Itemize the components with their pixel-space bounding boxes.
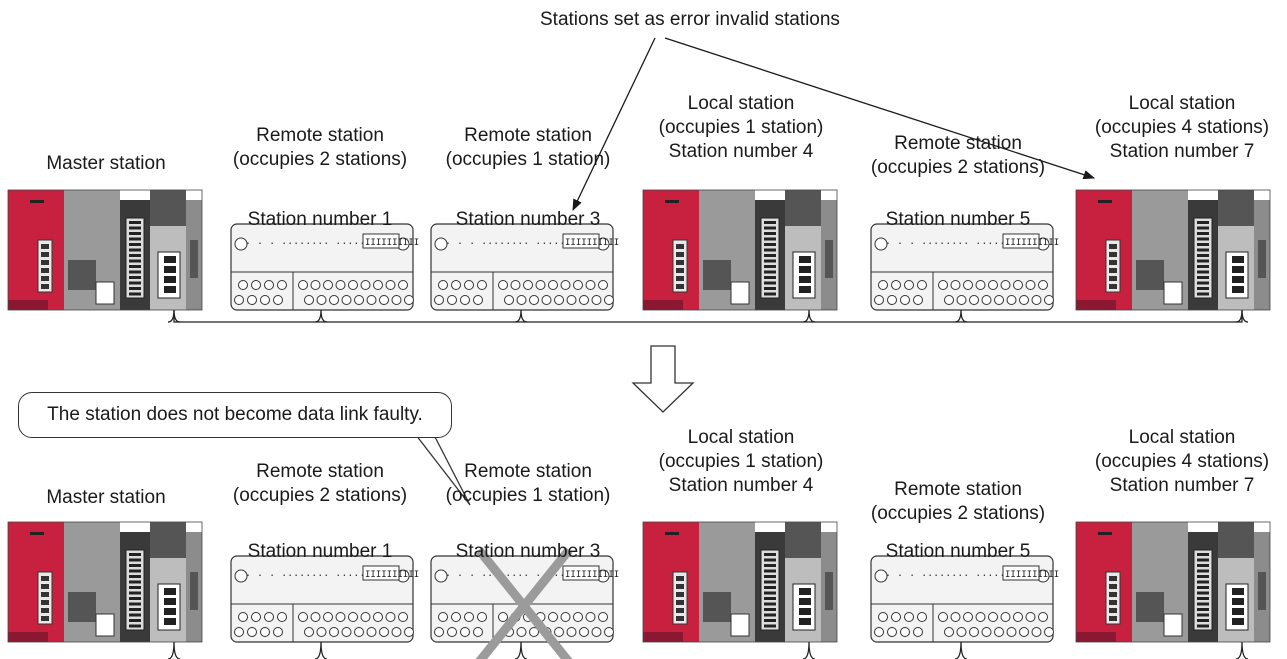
station-label-line: Remote station — [464, 125, 592, 146]
station-label-line: Remote station — [256, 125, 384, 146]
station-label-line: Remote station — [256, 461, 384, 482]
svg-text:IIIIIIIIII: IIIIIIIIII — [565, 238, 619, 248]
row1-station-6-plc — [1075, 189, 1271, 311]
station-label-line: Master station — [46, 153, 166, 174]
row2-station-5-remote: . . . ........ ........IIIIIIIIII — [870, 555, 1059, 643]
station-label-line: (occupies 2 stations) — [232, 485, 408, 506]
station-label-line: Station number 7 — [1109, 141, 1255, 162]
row2-station-2-number: Station number 1 — [247, 541, 393, 562]
station-label-line: (occupies 1 station) — [658, 451, 824, 472]
station-label-line: Station number 7 — [1109, 475, 1255, 496]
row1-station-4-label: Local station (occupies 1 station) Station… — [631, 92, 851, 164]
svg-text:. . . ........ ........: . . . ........ ........ — [885, 568, 1023, 579]
row2-station-6-label: Local station (occupies 4 stations) Statio… — [1072, 426, 1287, 498]
row1-station-1-label: Master station — [0, 152, 216, 176]
station-label-line: (occupies 4 stations) — [1094, 117, 1270, 138]
svg-text:. . . ........ ........: . . . ........ ........ — [445, 236, 583, 247]
station-label-line: (occupies 2 stations) — [870, 157, 1046, 178]
callout-tail — [415, 434, 471, 506]
cable-drop — [314, 309, 328, 323]
station-label-line: Remote station — [894, 479, 1022, 500]
row1-station-1-plc — [7, 189, 203, 311]
callout-box: The station does not become data link fa… — [18, 392, 452, 438]
cable-drop — [314, 641, 328, 659]
row2-station-1-plc — [7, 521, 203, 643]
callout-text: The station does not become data link fa… — [47, 404, 423, 425]
svg-text:IIIIIIIIII: IIIIIIIIII — [565, 570, 619, 580]
row1-station-5-label: Remote station (occupies 2 stations) — [848, 132, 1068, 180]
row2-station-3-label: Remote station (occupies 1 station) — [418, 460, 638, 508]
station-label-line: (occupies 2 stations) — [870, 503, 1046, 524]
row1-station-5-number: Station number 5 — [885, 209, 1031, 230]
station-label-line: Master station — [46, 487, 166, 508]
station-label-line: Local station — [1128, 427, 1236, 448]
station-label-line: (occupies 1 station) — [445, 149, 611, 170]
svg-text:. . . ........ ........: . . . ........ ........ — [245, 568, 383, 579]
svg-text:IIIIIIIIII: IIIIIIIIII — [365, 570, 419, 580]
row1-station-6-label: Local station (occupies 4 stations) Statio… — [1072, 92, 1287, 164]
cable-drop — [514, 641, 528, 659]
row2-station-4-label: Local station (occupies 1 station) Station… — [631, 426, 851, 498]
row2-station-5-label: Remote station (occupies 2 stations) — [848, 478, 1068, 526]
cable-drop — [167, 309, 181, 323]
row2-station-5-number: Station number 5 — [885, 541, 1031, 562]
transition-arrow — [631, 345, 695, 413]
station-label-line: Local station — [687, 427, 795, 448]
row2-station-6-plc — [1075, 521, 1271, 643]
row1-station-5-remote: . . . ........ ........IIIIIIIIII — [870, 223, 1059, 311]
cable-drop — [514, 309, 528, 323]
row1-station-3-remote: . . . ........ ........IIIIIIIIII — [430, 223, 619, 311]
cable-drop — [1235, 309, 1249, 323]
svg-text:IIIIIIIIII: IIIIIIIIII — [365, 238, 419, 248]
pointer-to-station-3 — [572, 37, 656, 212]
station-label-line: Station number 4 — [668, 475, 814, 496]
row1-station-3-label: Remote station (occupies 1 station) — [418, 124, 638, 172]
row1-station-2-number: Station number 1 — [247, 209, 393, 230]
row2-station-3-number: Station number 3 — [455, 541, 601, 562]
station-label-line: Remote station — [464, 461, 592, 482]
cable-drop — [167, 641, 181, 659]
svg-text:IIIIIIIIII: IIIIIIIIII — [1005, 570, 1059, 580]
station-label-line: (occupies 1 station) — [658, 117, 824, 138]
station-label-line: (occupies 2 stations) — [232, 149, 408, 170]
svg-text:. . . ........ ........: . . . ........ ........ — [885, 236, 1023, 247]
network-cable — [173, 310, 1243, 323]
cable-drop — [954, 309, 968, 323]
row1-station-2-label: Remote station (occupies 2 stations) — [210, 124, 430, 172]
row1-station-3-number: Station number 3 — [455, 209, 601, 230]
cable-drop — [802, 641, 816, 659]
station-label-line: Remote station — [894, 133, 1022, 154]
station-label-line: (occupies 1 station) — [445, 485, 611, 506]
svg-text:. . . ........ ........: . . . ........ ........ — [245, 236, 383, 247]
cable-drop — [1235, 641, 1249, 659]
row1-station-4-plc — [642, 189, 838, 311]
station-label-line: Station number 4 — [668, 141, 814, 162]
station-label-line: Local station — [1128, 93, 1236, 114]
row2-station-2-remote: . . . ........ ........IIIIIIIIII — [230, 555, 419, 643]
row1-station-2-remote: . . . ........ ........IIIIIIIIII — [230, 223, 419, 311]
station-label-line: (occupies 4 stations) — [1094, 451, 1270, 472]
row2-station-4-plc — [642, 521, 838, 643]
svg-text:. . . ........ ........: . . . ........ ........ — [445, 568, 583, 579]
row2-station-2-label: Remote station (occupies 2 stations) — [210, 460, 430, 508]
station-label-line: Local station — [687, 93, 795, 114]
cable-drop — [954, 641, 968, 659]
row2-station-1-label: Master station — [0, 486, 216, 510]
cable-drop — [802, 309, 816, 323]
pointer-to-station-7 — [664, 37, 1096, 180]
svg-text:IIIIIIIIII: IIIIIIIIII — [1005, 238, 1059, 248]
error-invalid-note: Stations set as error invalid stations — [540, 9, 840, 30]
disconnected-cross-icon — [475, 547, 573, 659]
